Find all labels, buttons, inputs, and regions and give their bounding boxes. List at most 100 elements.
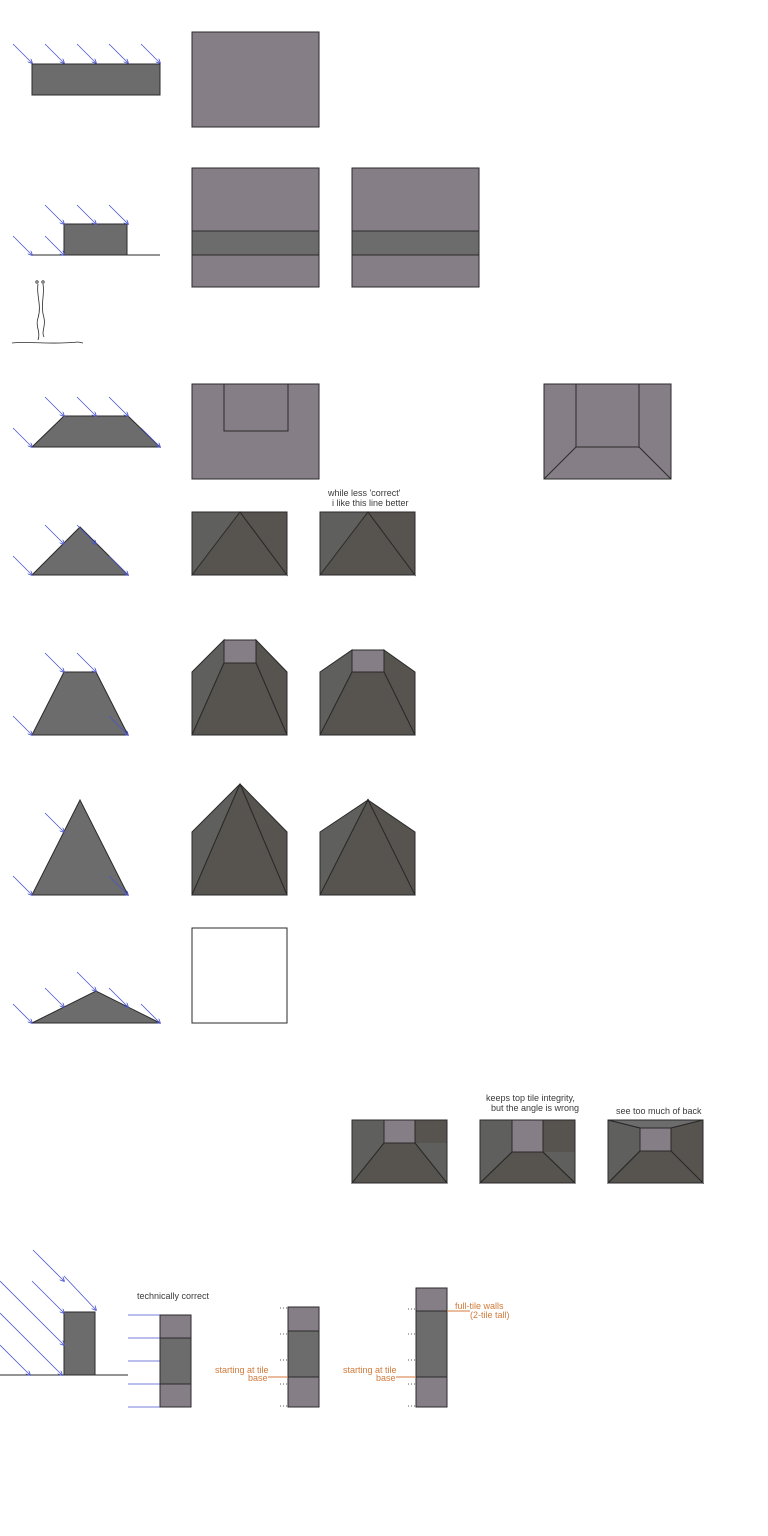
start-at-base-note-line2: base	[248, 1373, 268, 1383]
row-trapezoid-ramp	[12, 383, 672, 480]
light-rays	[12, 43, 160, 63]
right-wall	[415, 1120, 447, 1143]
light-rays	[12, 396, 160, 447]
light-rays	[12, 971, 160, 1023]
pyramid-right-face	[239, 511, 288, 577]
strip-top	[159, 1314, 192, 1339]
light-rays	[12, 652, 128, 735]
tall-frustum-tile-b	[319, 649, 416, 736]
light-ray-icon	[76, 43, 96, 63]
edge-line	[607, 1119, 641, 1129]
comparison-tile-b	[478, 1119, 577, 1184]
row-tall-frustum	[12, 638, 416, 736]
tall-frustum-side-view	[12, 652, 128, 735]
strip-top	[287, 1306, 320, 1332]
tall-pyramid-side-view	[12, 798, 129, 896]
light-ray-icon	[108, 204, 128, 224]
light-ray-icon	[44, 524, 64, 544]
technically-correct-note: technically correct	[137, 1291, 210, 1301]
light-ray-icon	[76, 204, 96, 224]
comparison-tile-a	[350, 1119, 449, 1184]
tile-ground	[191, 254, 320, 288]
full-tile-walls-note-line1: full-tile walls	[455, 1301, 504, 1311]
block-profile	[63, 223, 128, 256]
full-tile-walls-note-line2: (2-tile tall)	[470, 1310, 510, 1320]
tile-top-face	[191, 167, 320, 232]
light-ray-icon	[12, 875, 32, 895]
row-wall-height: technically correct	[0, 1249, 510, 1408]
top-face	[511, 1119, 544, 1153]
row-tall-pyramid	[12, 782, 416, 896]
light-ray-icon	[44, 235, 64, 255]
edge-line	[542, 1151, 576, 1184]
light-ray-icon	[32, 1249, 64, 1281]
light-ray-icon	[44, 43, 64, 63]
light-rays	[12, 204, 128, 255]
strip-ground	[159, 1383, 192, 1408]
light-ray-icon	[0, 1280, 64, 1345]
strip-wall	[415, 1310, 448, 1378]
wall-strip	[159, 1314, 192, 1408]
frustum-top-face	[223, 639, 257, 664]
light-ray-icon	[44, 204, 64, 224]
light-rays	[12, 812, 128, 895]
strip-wall	[159, 1337, 192, 1385]
light-ray-icon	[12, 715, 32, 735]
small-pyramid-side-view	[12, 524, 130, 576]
light-ray-icon	[108, 987, 128, 1007]
top-face	[639, 1127, 672, 1152]
tile-integrity-note-line2: but the angle is wrong	[491, 1103, 579, 1113]
dot-guides	[280, 1307, 288, 1407]
start-at-base-note-b-line1: starting at tile	[343, 1365, 397, 1375]
tile-front-face	[191, 230, 320, 256]
frustum-top-face	[351, 649, 385, 673]
less-correct-note-line2: i like this line better	[332, 498, 409, 508]
light-ray-icon	[76, 971, 96, 991]
flat-slab-top-tile	[191, 31, 320, 128]
small-pyramid-tile-a	[190, 511, 288, 577]
light-ray-icon	[108, 43, 128, 63]
start-at-base-note-b-line2: base	[376, 1373, 396, 1383]
light-ray-icon	[44, 652, 64, 672]
light-ray-icon	[76, 652, 96, 672]
top-face	[383, 1119, 416, 1144]
wall-strip	[415, 1287, 448, 1408]
light-ray-icon	[12, 235, 32, 255]
light-ray-icon	[108, 396, 128, 416]
strip-ground	[415, 1376, 448, 1408]
pyramid-right-face	[367, 511, 416, 577]
light-ray-icon	[140, 427, 160, 447]
see-too-much-note: see too much of back	[616, 1106, 702, 1116]
light-ray-icon	[140, 43, 160, 63]
flat-slab-side-view	[12, 43, 161, 96]
tile-base	[543, 383, 672, 480]
light-ray-icon	[12, 555, 32, 575]
light-ray-icon	[12, 43, 32, 63]
wall-column-full-tile: starting at tile base full-tile walls (2…	[343, 1287, 510, 1408]
bevel-lines	[543, 384, 672, 480]
edge-line	[479, 1151, 513, 1184]
projection-lines	[128, 1314, 160, 1408]
light-rays	[0, 1249, 96, 1375]
tile-outline	[351, 1119, 448, 1184]
tile-ground	[351, 254, 480, 288]
slab-profile	[31, 63, 161, 96]
row-raised-block	[11, 167, 480, 344]
trapezoid-tile-perspective	[543, 383, 672, 480]
light-ray-icon	[140, 1003, 160, 1023]
less-correct-note-line1: while less 'correct'	[327, 488, 401, 498]
tile-front-face	[351, 230, 480, 256]
pyramid-profile	[30, 526, 130, 576]
light-ray-icon	[0, 1344, 30, 1375]
light-ray-icon	[108, 875, 128, 895]
light-ray-icon	[63, 1275, 96, 1310]
dot-guides	[408, 1308, 416, 1407]
wall-column-technically-correct: technically correct	[128, 1291, 210, 1408]
tall-pyramid-profile	[31, 798, 129, 896]
pyramid-front-face	[319, 798, 416, 896]
tile-top-face	[351, 167, 480, 232]
light-ray-icon	[108, 555, 128, 575]
start-at-base-note-line1: starting at tile	[215, 1365, 269, 1375]
light-ray-icon	[0, 1312, 62, 1375]
edge-line	[351, 1142, 385, 1184]
